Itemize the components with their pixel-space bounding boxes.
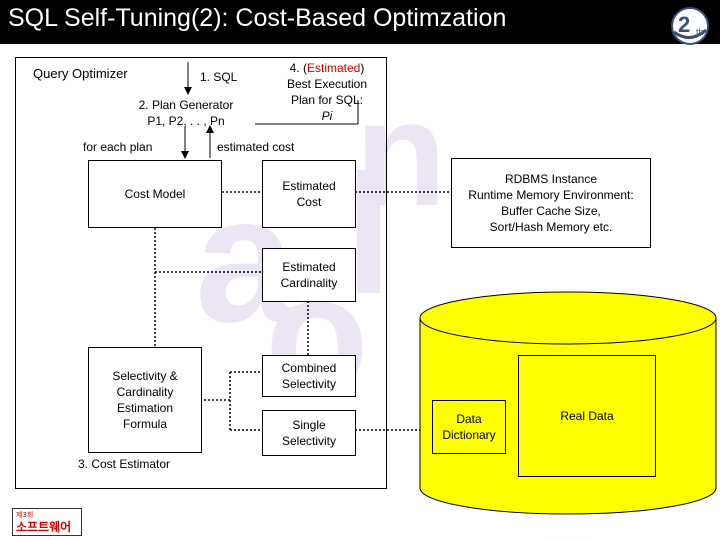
step4-estimated: Estimated	[306, 61, 361, 75]
real-data-box: Real Data	[518, 355, 656, 477]
step4-prefix: 4. (	[289, 61, 307, 75]
single-selectivity-box: Single Selectivity	[262, 410, 356, 456]
step1-sql-label: 1. SQL	[200, 70, 238, 84]
rdbms-line1: RDBMS Instance	[504, 172, 598, 186]
rdbms-instance-box: RDBMS Instance Runtime Memory Environmen…	[451, 158, 651, 248]
estimated-cost-line2: Cost	[296, 195, 322, 209]
data-dictionary-line1: Data	[456, 412, 482, 426]
plan-generator-label: 2. Plan Generator P1, P2, . . , Pn	[116, 97, 256, 129]
rdbms-line4: Sort/Hash Memory etc.	[489, 220, 613, 234]
watermark-letter-n: n	[355, 69, 447, 237]
combined-selectivity-box: Combined Selectivity	[262, 355, 356, 397]
combined-line2: Selectivity	[281, 377, 336, 391]
selectivity-line4: Formula	[122, 417, 167, 431]
selectivity-line3: Estimation	[116, 401, 173, 415]
badge-suffix: th	[696, 27, 704, 37]
single-line2: Selectivity	[281, 434, 337, 448]
query-optimizer-label: Query Optimizer	[33, 66, 128, 81]
footer-logo: 제3회 소프트웨어	[12, 508, 82, 536]
plan-generator-line1: 2. Plan Generator	[138, 98, 234, 112]
estimated-cardinality-box: Estimated Cardinality	[262, 248, 356, 302]
combined-line1: Combined	[281, 361, 337, 375]
step4-close: )	[360, 61, 365, 75]
database-cylinder	[419, 291, 717, 515]
estimated-cost-line1: Estimated	[282, 179, 336, 193]
plan-generator-line2: P1, P2, . . , Pn	[147, 114, 225, 128]
footer-logo-text: 소프트웨어	[16, 520, 72, 534]
selectivity-line1: Selectivity &	[112, 369, 178, 383]
rdbms-line3: Buffer Cache Size,	[501, 204, 601, 218]
slide-title: SQL Self-Tuning(2): Cost-Based Optimzati…	[8, 4, 507, 32]
real-data-label: Real Data	[560, 409, 614, 423]
estimated-cardinality-line2: Cardinality	[280, 276, 338, 290]
estimated-cost-box: Estimated Cost	[262, 160, 356, 228]
footer-logo-small: 제3회	[16, 511, 34, 519]
data-dictionary-box: Data Dictionary	[432, 400, 506, 454]
cost-model-label: Cost Model	[124, 187, 186, 201]
rdbms-line2: Runtime Memory Environment:	[468, 188, 634, 202]
cost-model-box: Cost Model	[88, 160, 222, 228]
badge-number: 2	[678, 12, 690, 37]
data-dictionary-line2: Dictionary	[442, 428, 496, 442]
estimated-cardinality-line1: Estimated	[282, 260, 336, 274]
single-line1: Single	[292, 418, 326, 432]
best-plan-label: 4. (Estimated) Best Execution Plan for S…	[272, 60, 382, 124]
best-plan-line3: Plan for SQL:	[290, 93, 364, 107]
estimated-cost-flow-label: estimated cost	[217, 140, 295, 154]
selectivity-formula-box: Selectivity & Cardinality Estimation For…	[88, 347, 202, 453]
for-each-plan-label: for each plan	[83, 140, 153, 154]
best-plan-line2: Best Execution	[286, 77, 368, 91]
query-optimizer-frame	[15, 57, 387, 489]
cost-estimator-label: 3. Cost Estimator	[78, 457, 171, 471]
conference-badge-logo: 2 th	[664, 4, 714, 48]
title-bar	[0, 0, 720, 44]
selectivity-line2: Cardinality	[116, 385, 174, 399]
best-plan-pi: Pi	[321, 109, 333, 123]
